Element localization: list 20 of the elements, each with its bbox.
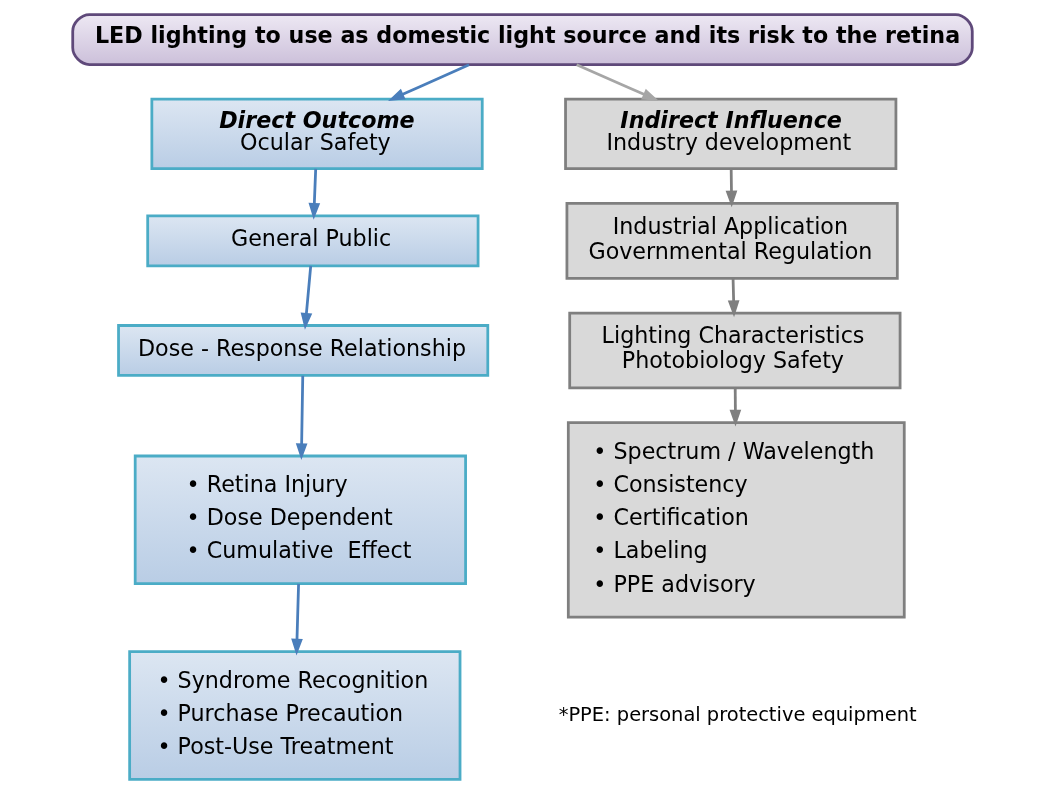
node-box: Direct Outcome Ocular Safety xyxy=(149,97,484,170)
arrow xyxy=(308,168,320,220)
arrow xyxy=(290,583,303,655)
label: *PPE: personal protective equipment xyxy=(558,702,917,726)
arrow xyxy=(575,63,659,101)
node-box: Industrial Application Governmental Regulation xyxy=(565,201,899,280)
node-box: • Spectrum / Wavelength • Consistency • Certification • Labeling • PPE advisory xyxy=(566,420,906,618)
node-box: • Retina Injury • Dose Dependent • Cumulative Effect xyxy=(133,454,467,585)
node-box: Lighting Characteristics Photobiology Safety xyxy=(567,311,901,389)
arrow xyxy=(295,375,307,460)
node-box: • Syndrome Recognition • Purchase Precaution • Post-Use Treatment xyxy=(127,649,461,781)
arrow xyxy=(300,265,312,330)
node-box: Indirect Influence Industry development xyxy=(563,97,897,170)
arrow xyxy=(725,168,737,207)
node-box: Dose - Response Relationship xyxy=(116,323,489,377)
node-box: LED lighting to use as domestic light source and its risk to the retina xyxy=(70,12,974,66)
arrow xyxy=(729,387,741,426)
arrow xyxy=(387,63,470,101)
arrow xyxy=(727,277,739,317)
node-box: General Public xyxy=(145,213,479,267)
